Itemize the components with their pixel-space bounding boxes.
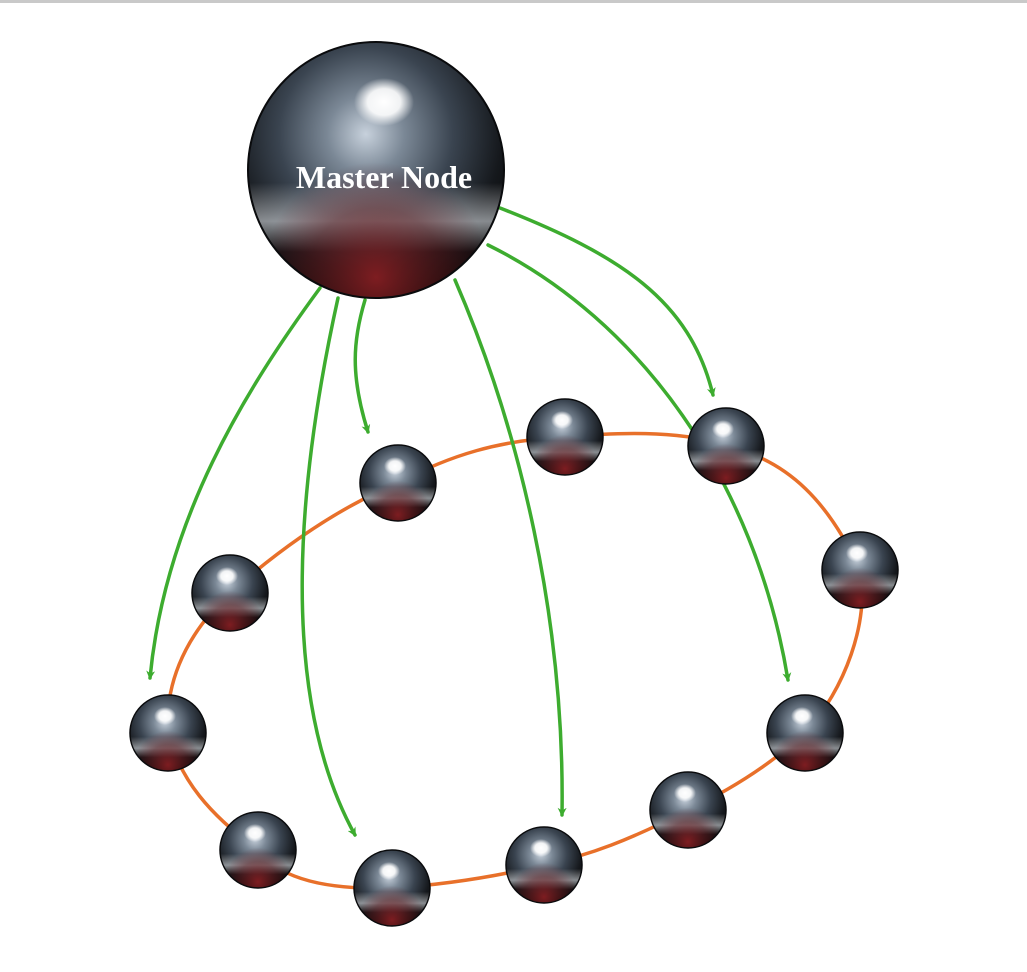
arrow-to-node-bottom-left bbox=[302, 298, 355, 835]
worker-node bbox=[767, 695, 843, 771]
master-node-label: Master Node bbox=[296, 159, 472, 195]
worker-node bbox=[527, 399, 603, 475]
worker-node bbox=[354, 850, 430, 926]
worker-node bbox=[130, 695, 206, 771]
arrow-to-node-bottom-center bbox=[455, 280, 562, 815]
worker-node bbox=[688, 408, 764, 484]
worker-node bbox=[220, 812, 296, 888]
master-node: Master Node bbox=[248, 42, 504, 298]
worker-node bbox=[822, 532, 898, 608]
arrow-to-node-upper-left bbox=[355, 300, 368, 432]
worker-node bbox=[192, 555, 268, 631]
worker-node bbox=[650, 772, 726, 848]
worker-node bbox=[506, 827, 582, 903]
arrow-group bbox=[150, 208, 788, 835]
worker-node bbox=[360, 445, 436, 521]
arrow-to-node-upper-right bbox=[500, 208, 713, 395]
